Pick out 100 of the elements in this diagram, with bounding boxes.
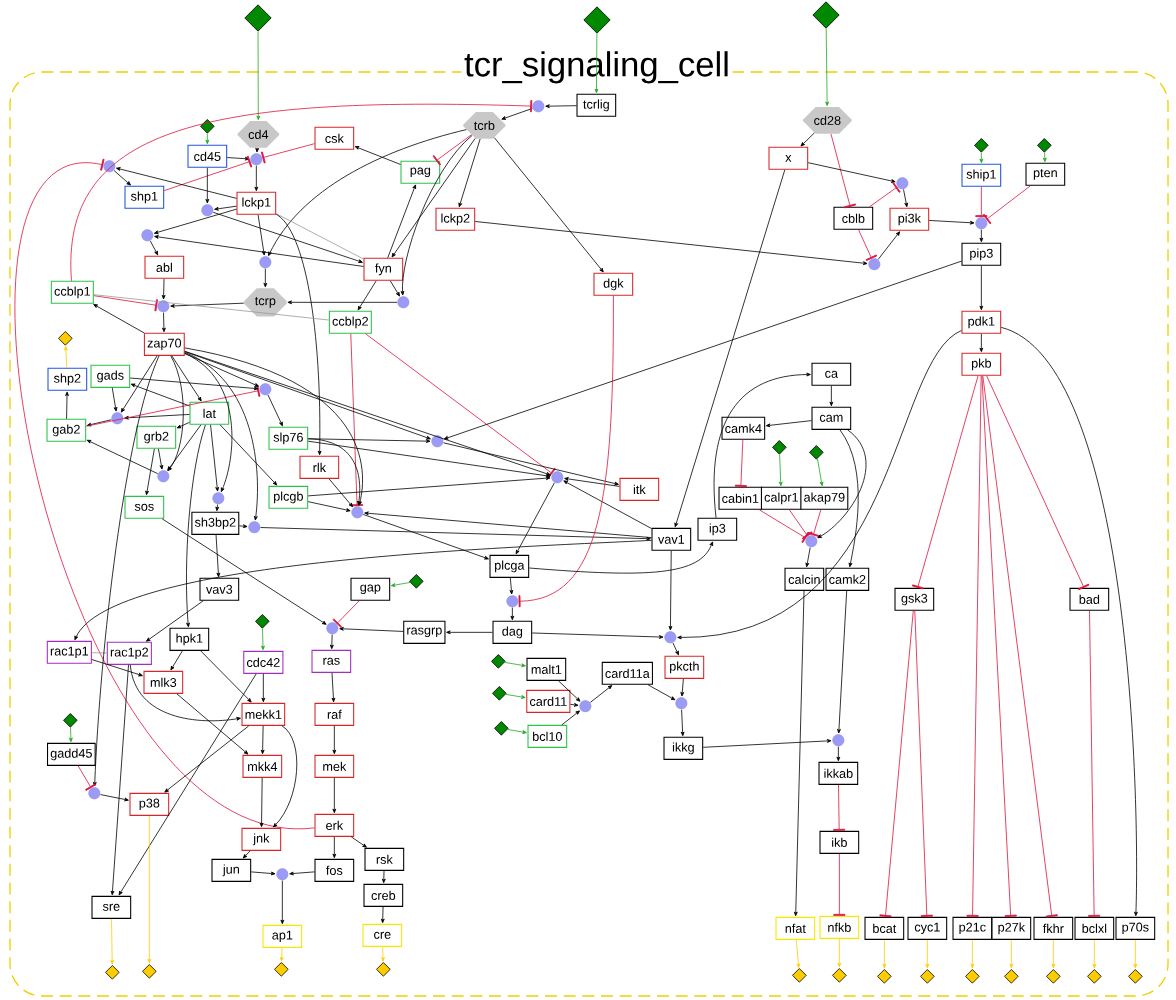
- connector-line: [275, 213, 364, 260]
- arrow: [702, 739, 832, 748]
- arrow: [474, 221, 868, 266]
- protein-box: jnk: [241, 827, 282, 851]
- protein-box: nfkb: [819, 915, 860, 939]
- arrow: [800, 132, 815, 147]
- diamond-marker: [492, 686, 507, 701]
- arrow: [1092, 939, 1097, 969]
- arrow: [903, 189, 909, 208]
- inhibition-line: [982, 185, 1031, 225]
- arrow: [390, 582, 411, 587]
- protein-box: akap79: [800, 486, 849, 510]
- diamond-marker: [376, 962, 391, 977]
- arrow: [164, 725, 250, 793]
- arrow: [257, 214, 266, 256]
- protein-box: shp1: [124, 185, 165, 209]
- inhibition-line: [982, 375, 1058, 918]
- protein-box: sh3bp2: [191, 511, 240, 535]
- arrow: [1042, 152, 1047, 163]
- protein-box: mekk1: [241, 702, 286, 726]
- complex-hexagon: cd4: [237, 121, 280, 148]
- inhibition-line: [833, 853, 846, 916]
- arrow: [205, 133, 210, 145]
- arrow: [186, 424, 206, 628]
- inhibition-line: [911, 375, 979, 590]
- inhibition-line: [432, 134, 472, 166]
- protein-box: malt1: [526, 657, 567, 681]
- arrow: [509, 577, 514, 595]
- arrow: [176, 421, 190, 429]
- protein-box: nfat: [775, 916, 816, 940]
- arrow: [825, 28, 829, 107]
- protein-box: sre: [91, 895, 132, 919]
- protein-box: pip3: [961, 242, 1002, 266]
- arrow: [443, 260, 962, 440]
- inhibition-line: [807, 509, 822, 537]
- arrow: [279, 947, 284, 962]
- arrow: [184, 351, 431, 440]
- arrow: [570, 703, 579, 707]
- arrow: [280, 880, 285, 925]
- protein-box: bcl10: [527, 724, 568, 748]
- arrow: [979, 265, 984, 311]
- arrow: [364, 511, 652, 539]
- arrow: [154, 208, 237, 235]
- arrow: [350, 836, 367, 848]
- arrow: [171, 355, 202, 402]
- protein-box: mek: [314, 754, 355, 778]
- arrow: [505, 694, 526, 699]
- arrow: [1000, 326, 1138, 917]
- protein-box: shp2: [47, 367, 88, 391]
- diamond-marker: [832, 968, 847, 983]
- complex-hexagon: tcrb: [463, 112, 506, 139]
- arrow: [381, 870, 386, 884]
- inhibition-line: [966, 375, 982, 917]
- arrow: [839, 429, 859, 568]
- protein-box: gads: [90, 364, 131, 388]
- arrow: [261, 673, 266, 703]
- arrow: [86, 419, 112, 427]
- arrow: [275, 213, 322, 456]
- arrow: [260, 725, 265, 755]
- diamond-marker: [920, 969, 935, 984]
- arrow: [184, 352, 258, 521]
- arrow: [561, 710, 580, 726]
- protein-box: ikkg: [663, 736, 704, 760]
- arrow: [589, 685, 613, 703]
- arrow: [256, 31, 261, 121]
- protein-box: mkk4: [242, 754, 283, 778]
- arrow: [93, 304, 145, 334]
- arrow: [1051, 939, 1056, 969]
- protein-box: ip3: [697, 517, 738, 541]
- diamond-marker: [1046, 969, 1061, 984]
- arrow: [161, 278, 166, 300]
- arrow: [793, 590, 805, 917]
- arrow: [339, 626, 404, 632]
- protein-box: gsk3: [894, 587, 935, 611]
- arrow: [205, 167, 210, 204]
- arrow: [147, 815, 152, 964]
- protein-box: card11: [526, 689, 571, 713]
- arrow: [805, 547, 811, 568]
- protein-box: ccblp2: [328, 310, 372, 334]
- arrow: [92, 355, 160, 787]
- inhibition-line: [518, 295, 614, 608]
- arrow: [161, 518, 327, 625]
- arrow: [260, 527, 651, 541]
- protein-box: p27k: [991, 916, 1032, 940]
- arrow: [807, 162, 896, 183]
- protein-box: gadd45: [47, 742, 96, 766]
- inhibition-line: [734, 439, 747, 488]
- arrow: [817, 458, 824, 487]
- protein-box: bcat: [864, 916, 905, 940]
- inhibition-line: [869, 182, 901, 208]
- arrow: [242, 850, 251, 859]
- inhibition-line: [71, 100, 533, 282]
- inhibition-line: [759, 509, 809, 544]
- arrow: [215, 504, 220, 512]
- arrow: [329, 634, 334, 650]
- arrow: [877, 231, 901, 260]
- connector-line: [91, 652, 108, 654]
- arrow: [130, 383, 190, 407]
- protein-box: gap: [350, 577, 391, 601]
- arrow: [1009, 939, 1014, 969]
